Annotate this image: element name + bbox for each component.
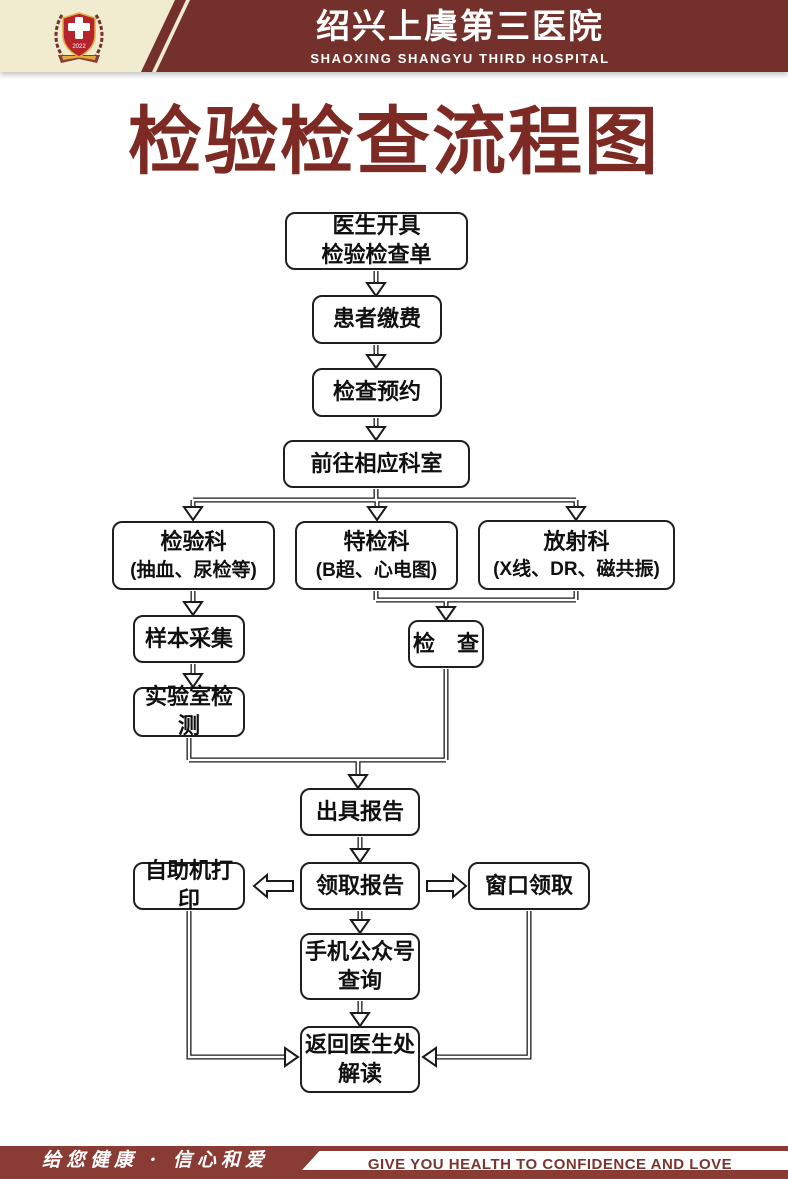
- footer-slogan-cn: 给您健康 · 信心和爱: [42, 1148, 269, 1171]
- laboratory-subtitle: (抽血、尿检等): [130, 559, 257, 581]
- footer-bottom-strip: [0, 1170, 788, 1179]
- emblem-banner-gold: [62, 56, 96, 60]
- laurel-wreath: [54, 14, 104, 56]
- page-title: 检验检查流程图: [128, 100, 660, 183]
- footer-slogan-panel: 给您健康 · 信心和爱: [0, 1146, 324, 1170]
- hospital-name-en: SHAOXING SHANGYU THIRD HOSPITAL: [310, 51, 610, 67]
- laboratory-title: 检验科: [160, 529, 227, 555]
- flow-node-self-service-print: 自助机打印: [133, 858, 245, 912]
- flow-node-patient-payment: 患者缴费: [312, 295, 442, 344]
- radiology-title: 放射科: [543, 528, 610, 554]
- flow-node-doctor-order: 医生开具 检验检查单: [285, 212, 468, 270]
- flow-node-exam-appointment: 检查预约: [312, 368, 442, 417]
- flow-node-goto-department: 前往相应科室: [283, 440, 470, 488]
- flow-node-wechat-query: 手机公众号 查询: [300, 933, 420, 1000]
- radiology-subtitle: (X线、DR、磁共振): [493, 559, 660, 581]
- flow-node-laboratory: 检验科 (抽血、尿检等): [112, 521, 275, 590]
- arrow-right-icon: [426, 872, 468, 900]
- flow-node-lab-testing: 实验室检测: [133, 684, 245, 738]
- flow-node-sample-collection: 样本采集: [133, 615, 245, 663]
- flow-node-collect-report: 领取报告: [300, 862, 420, 910]
- special-exam-title: 特检科: [343, 529, 410, 555]
- footer-slogan-en: GIVE YOU HEALTH TO CONFIDENCE AND LOVE: [367, 1156, 733, 1173]
- footer: GIVE YOU HEALTH TO CONFIDENCE AND LOVE 给…: [0, 1146, 788, 1179]
- arrow-left-icon: [252, 872, 294, 900]
- flow-node-return-to-doctor: 返回医生处 解读: [300, 1026, 420, 1093]
- hospital-emblem-icon: 2022: [54, 12, 104, 63]
- flow-node-radiology: 放射科 (X线、DR、磁共振): [478, 520, 675, 590]
- flow-node-examination: 检 查: [408, 620, 484, 668]
- medical-cross-icon: [68, 17, 90, 39]
- flow-node-window-pickup: 窗口领取: [468, 862, 590, 910]
- emblem-year: 2022: [72, 44, 86, 50]
- hospital-name-cn: 绍兴上虞第三医院: [316, 8, 604, 46]
- header: 2022 绍兴上虞第三医院 SHAOXING SHANGYU THIRD HOS…: [0, 0, 788, 72]
- block-arrows: [252, 872, 468, 900]
- header-titles: 绍兴上虞第三医院 SHAOXING SHANGYU THIRD HOSPITAL: [190, 8, 730, 67]
- flow-node-issue-report: 出具报告: [300, 788, 420, 836]
- special-exam-subtitle: (B超、心电图): [315, 559, 438, 581]
- flow-node-special-exam: 特检科 (B超、心电图): [295, 521, 458, 590]
